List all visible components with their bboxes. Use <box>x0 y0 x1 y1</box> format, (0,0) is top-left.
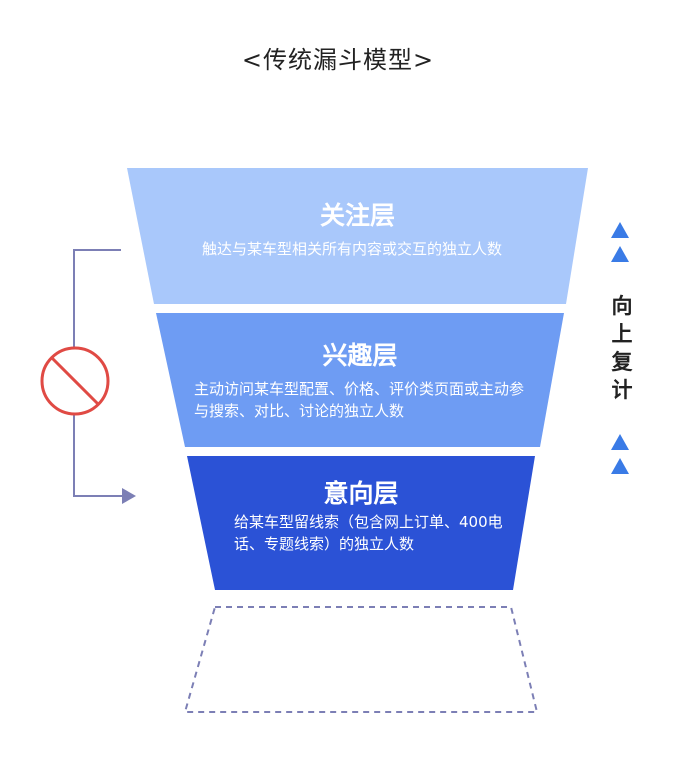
layer-3-shape <box>187 456 535 590</box>
side-label-char-3: 复 <box>611 350 633 374</box>
dashed-empty-layer <box>183 606 539 713</box>
side-label-char-1: 向 <box>611 294 633 318</box>
layer-2-shape <box>156 313 564 447</box>
side-label-char-4: 计 <box>611 378 633 402</box>
connector-arrowhead <box>122 488 136 504</box>
layer-1-title: 关注层 <box>319 201 395 230</box>
layer-3-desc: 给某车型留线索（包含网上订单、400电话、专题线索）的独立人数 <box>234 513 503 553</box>
layer-3-title: 意向层 <box>323 479 399 508</box>
up-chevrons-bottom-icon <box>611 434 629 474</box>
up-chevrons-top-icon <box>611 222 629 262</box>
layer-2-desc: 主动访问某车型配置、价格、评价类页面或主动参与搜索、对比、讨论的独立人数 <box>194 380 525 420</box>
layer-1-desc: 触达与某车型相关所有内容或交互的独立人数 <box>202 240 503 258</box>
layer-1-shape <box>127 168 588 304</box>
layer-2-title: 兴趣层 <box>322 341 398 370</box>
side-label-char-2: 上 <box>611 322 633 346</box>
page-title: <传统漏斗模型> <box>241 46 435 74</box>
forbidden-icon <box>40 346 110 416</box>
